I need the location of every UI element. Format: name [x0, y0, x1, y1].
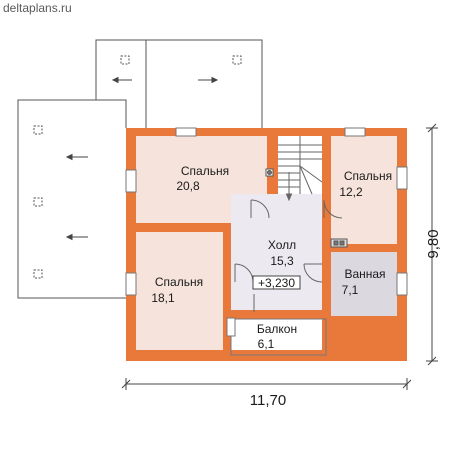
bathroom-floor	[331, 252, 397, 316]
width-dimension-line	[121, 378, 412, 390]
width-dimension: 11,70	[250, 392, 286, 409]
windows	[125, 127, 408, 337]
hall-area: 15,3	[270, 254, 294, 268]
bedroom-1-name: Спальня	[181, 164, 229, 178]
door-swings	[234, 199, 343, 312]
bedroom-3-name: Спальня	[155, 275, 203, 289]
bedroom-2-floor	[331, 136, 397, 244]
bath-fixtures	[265, 168, 348, 248]
roof-drains	[33, 55, 242, 279]
balcony-name: Балкон	[257, 322, 297, 336]
height-dimension-line	[426, 123, 438, 366]
bedroom-1-area: 20,8	[176, 179, 200, 193]
height-dimension: 9,80	[425, 229, 442, 258]
hall-floor	[231, 194, 322, 310]
bedroom-2-name: Спальня	[344, 169, 392, 183]
bathroom-area: 7,1	[342, 283, 359, 297]
balcony-railing	[230, 318, 327, 356]
roof-outline	[17, 39, 263, 299]
bedroom-3-floor	[136, 232, 223, 350]
bathroom-name: Ванная	[344, 267, 385, 281]
balcony-floor	[231, 319, 322, 350]
hall-name: Холл	[268, 238, 296, 252]
balcony-area: 6,1	[258, 337, 275, 351]
roof-slope-arrows	[65, 76, 219, 241]
level-mark-box	[252, 275, 301, 290]
bedroom-3-area: 18,1	[151, 291, 175, 305]
staircase	[278, 136, 323, 202]
site-watermark: deltaplans.ru	[3, 1, 72, 15]
bedroom-2-area: 12,2	[339, 185, 363, 199]
level-mark: +3,230	[258, 276, 295, 290]
